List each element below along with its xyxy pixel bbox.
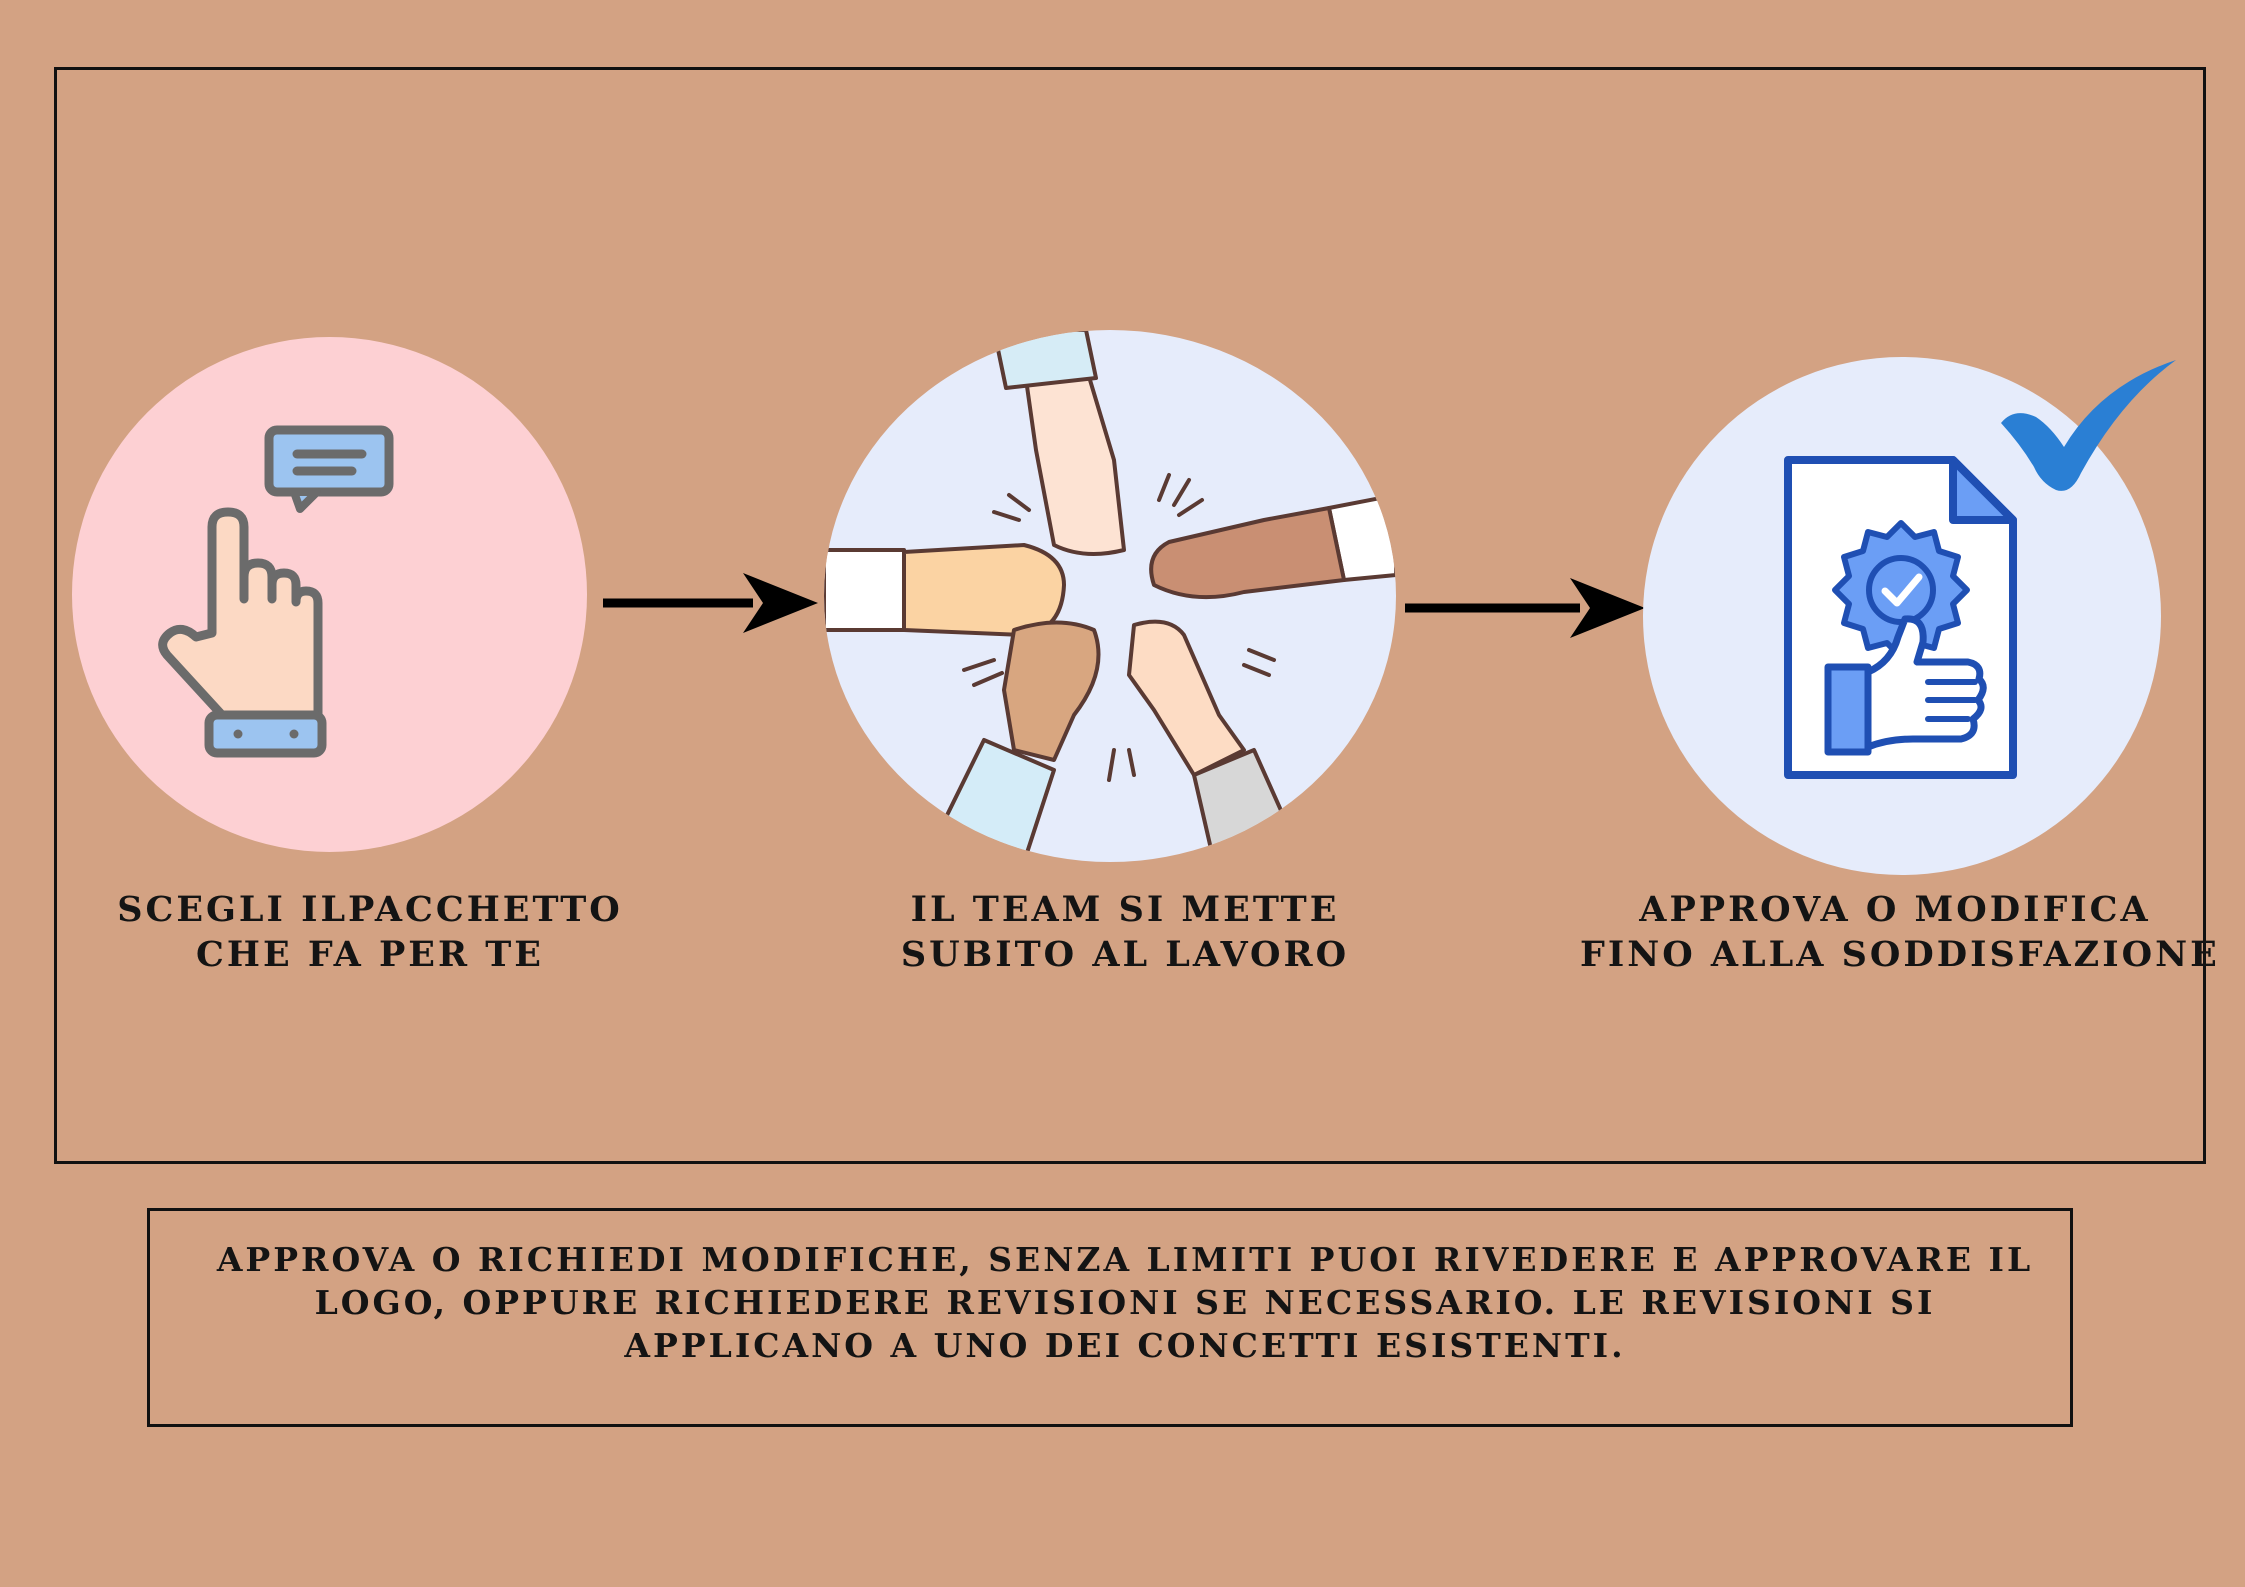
step-1-caption: SCEGLI ILPACCHETTO CHE FA PER TE — [100, 887, 640, 977]
step-2-caption-line2: SUBITO AL LAVORO — [840, 932, 1410, 977]
arrow-right-icon — [603, 570, 818, 636]
step-3-caption-line1: APPROVA O MODIFICA — [1580, 887, 2210, 932]
step-2-circle — [824, 330, 1396, 862]
step-2-caption: IL TEAM SI METTE SUBITO AL LAVORO — [840, 887, 1410, 977]
step-1-caption-line1: SCEGLI ILPACCHETTO — [100, 887, 640, 932]
team-fist-bump-illustration — [824, 330, 1396, 862]
note-text: APPROVA O RICHIEDI MODIFICHE, SENZA LIMI… — [210, 1238, 2040, 1367]
step-2-caption-line1: IL TEAM SI METTE — [840, 887, 1410, 932]
step-3-caption-line2: FINO ALLA SODDISFAZIONE — [1580, 932, 2210, 977]
note-line1: APPROVA O RICHIEDI MODIFICHE, SENZA LIMI… — [210, 1238, 2040, 1281]
note-line3: APPLICANO A UNO DEI CONCETTI ESISTENTI. — [210, 1324, 2040, 1367]
step-1-circle — [72, 337, 587, 852]
step-1-caption-line2: CHE FA PER TE — [100, 932, 640, 977]
pointing-hand-chat-icon — [72, 337, 587, 852]
arrow-right-icon — [1405, 575, 1645, 641]
note-line2: LOGO, OPPURE RICHIEDERE REVISIONI SE NEC… — [210, 1281, 2040, 1324]
checkmark-icon — [1996, 355, 2181, 495]
step-3-caption: APPROVA O MODIFICA FINO ALLA SODDISFAZIO… — [1580, 887, 2210, 977]
